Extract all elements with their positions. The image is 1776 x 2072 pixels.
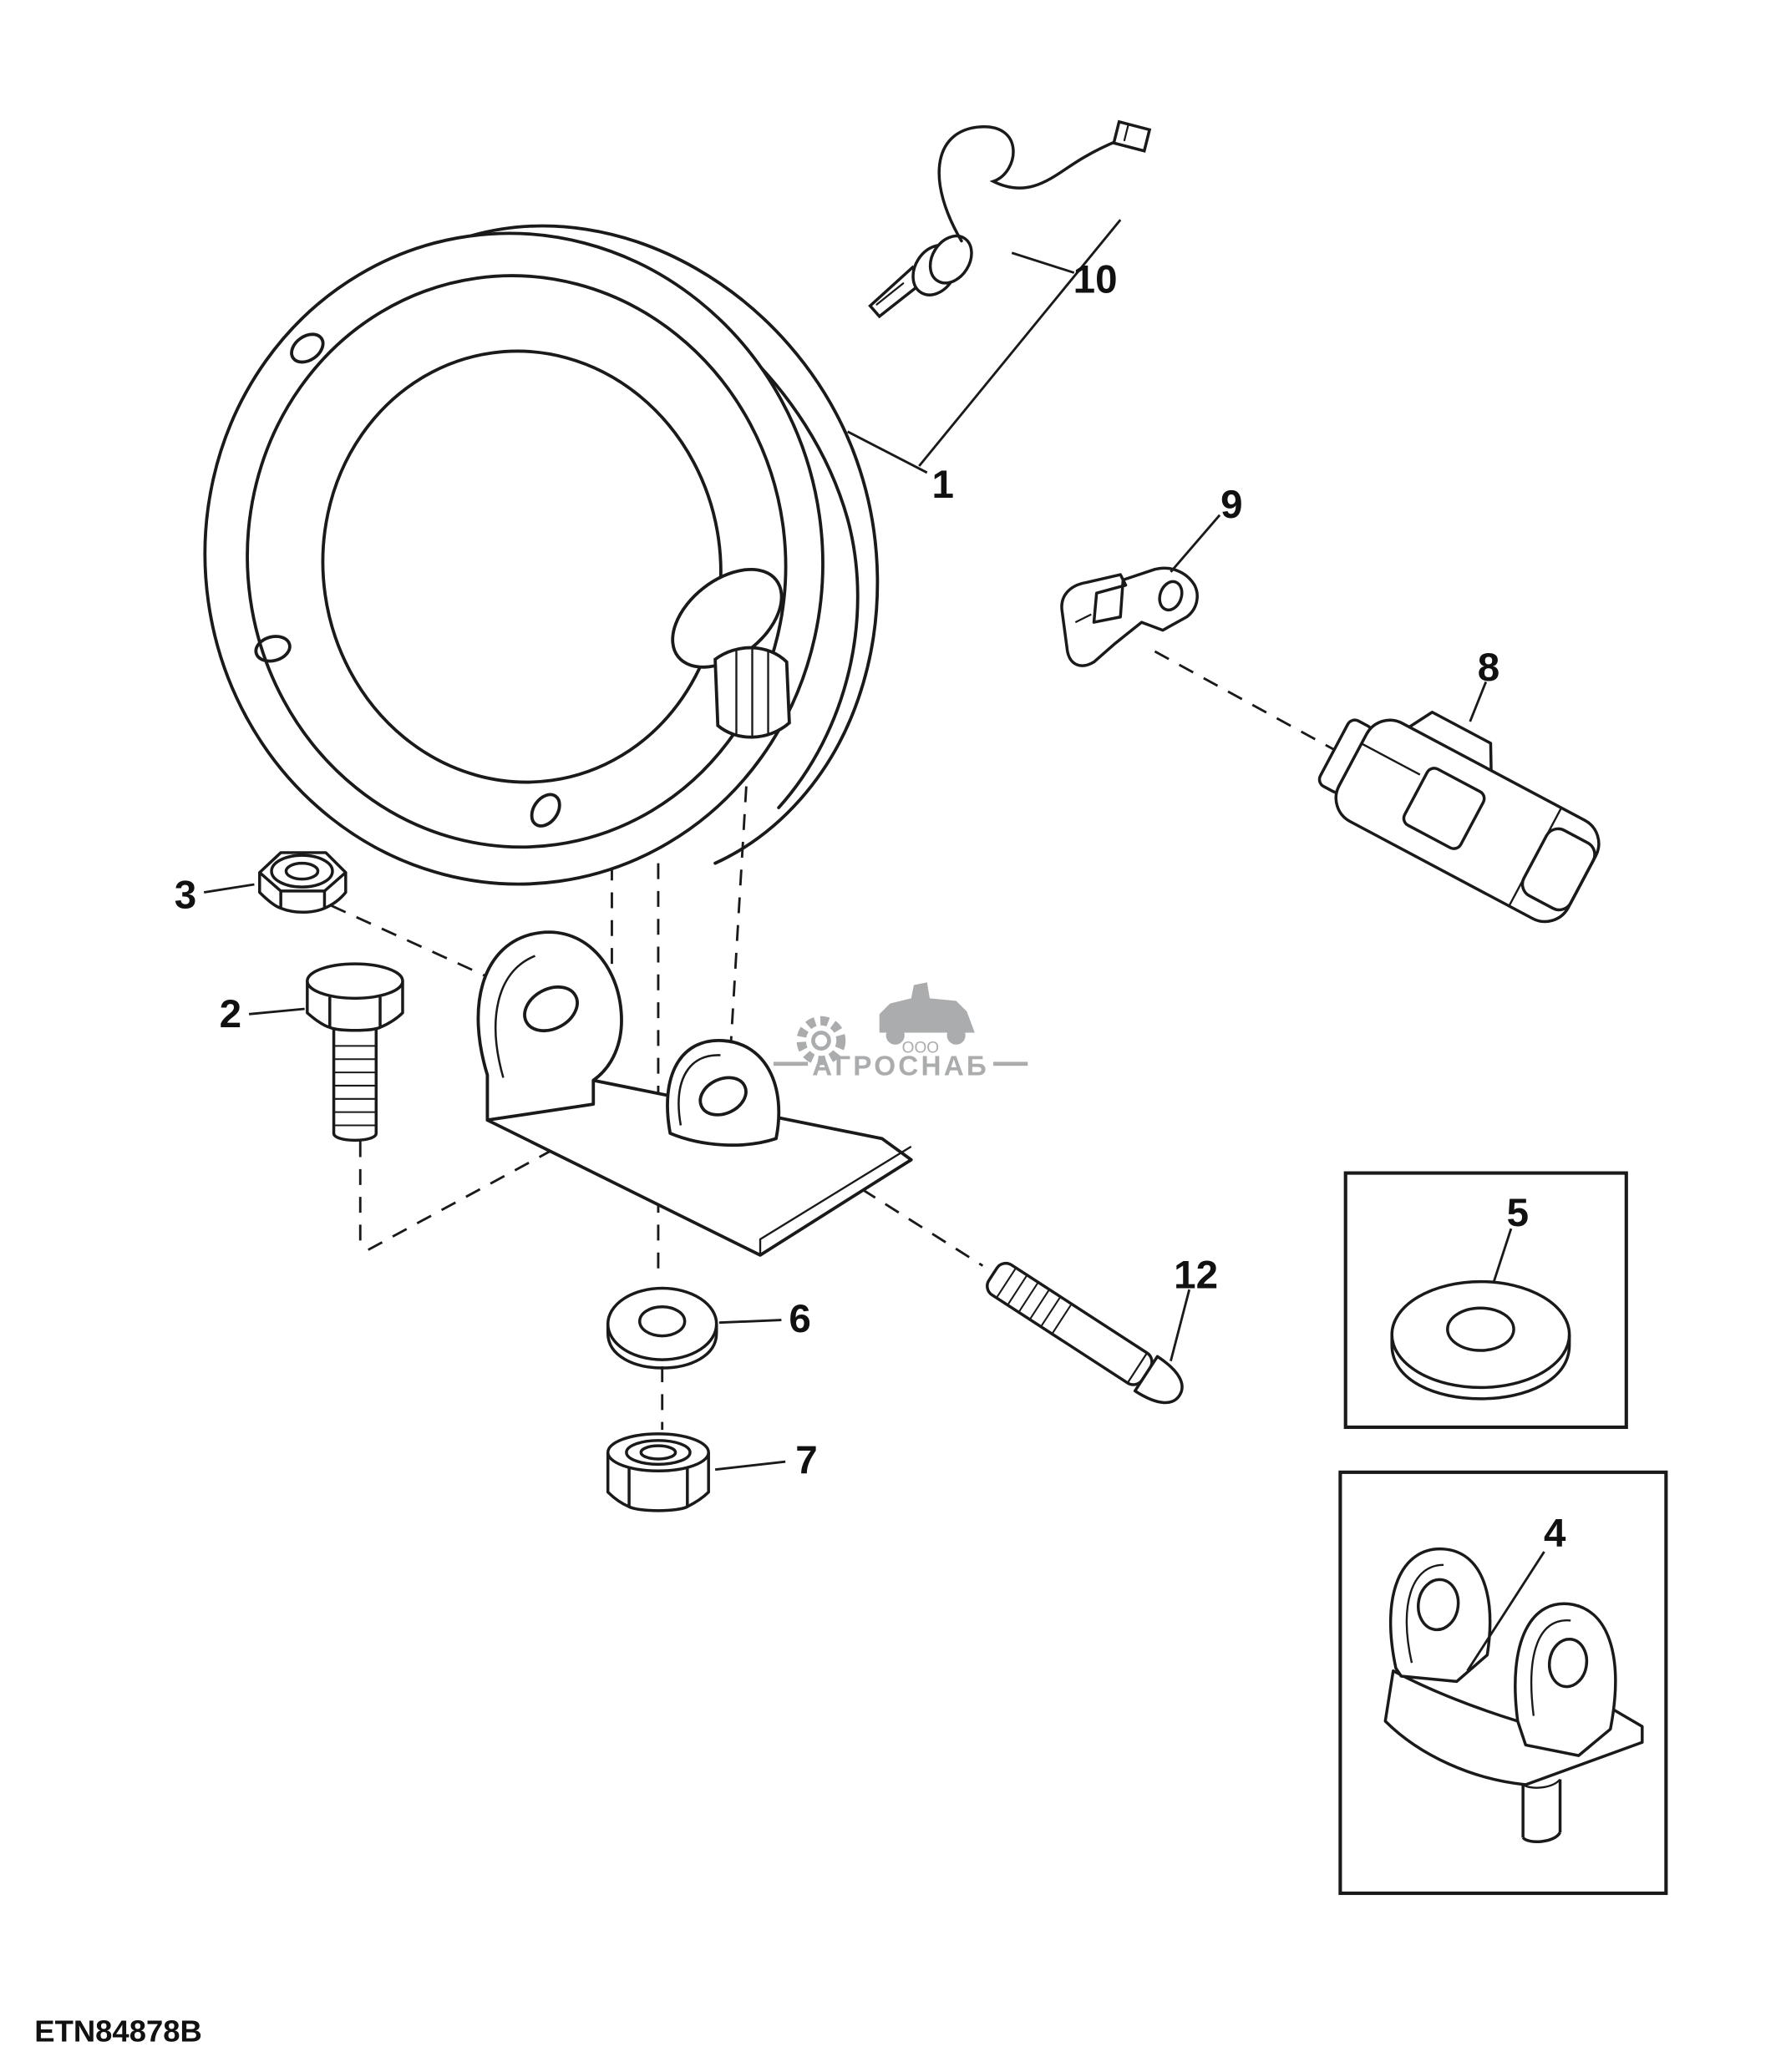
callout-7-label: 7 [795, 1438, 817, 1482]
bracket-option-part [1383, 1548, 1644, 1843]
callout-labels: 1 2 3 4 5 6 7 8 9 10 12 [175, 257, 1566, 1555]
watermark-prefix: ООО [902, 1039, 939, 1056]
callout-12-label: 12 [1174, 1254, 1218, 1298]
callout-5-label: 5 [1507, 1191, 1529, 1235]
callout-9-label: 9 [1220, 483, 1242, 527]
callout-1-label: 1 [932, 463, 954, 507]
connector-housing-part [1317, 711, 1601, 924]
lamp-housing-part [203, 224, 880, 886]
drawing-code: ETN84878B [34, 2014, 202, 2049]
callout-8-label: 8 [1478, 646, 1499, 690]
callout-10-label: 10 [1073, 257, 1118, 301]
cap-screw-part [306, 962, 404, 1142]
bulb-and-wiring-part [868, 119, 1152, 319]
callout-4-label: 4 [1544, 1512, 1566, 1556]
mounting-bracket-part [476, 930, 913, 1257]
washer-part [606, 1286, 718, 1370]
callout-3-label: 3 [175, 874, 196, 918]
watermark-name: АГРОСНАБ [812, 1051, 989, 1082]
callout-leader-lines [203, 219, 1545, 1672]
callout-6-label: 6 [789, 1297, 810, 1341]
washer-option-box [1343, 1171, 1628, 1430]
lock-nut-part [606, 1432, 710, 1512]
watermark-gear-icon [796, 1016, 846, 1066]
bracket-option-box [1338, 1470, 1668, 1896]
hex-nut-part [258, 851, 348, 914]
connector-lock-part [1060, 566, 1199, 667]
washer-option-part [1390, 1279, 1571, 1401]
carriage-bolt-part [986, 1261, 1184, 1405]
watermark: ООО АГРОСНАБ [773, 982, 1028, 1082]
watermark-tractor-icon [879, 982, 975, 1045]
callout-2-label: 2 [220, 992, 241, 1036]
